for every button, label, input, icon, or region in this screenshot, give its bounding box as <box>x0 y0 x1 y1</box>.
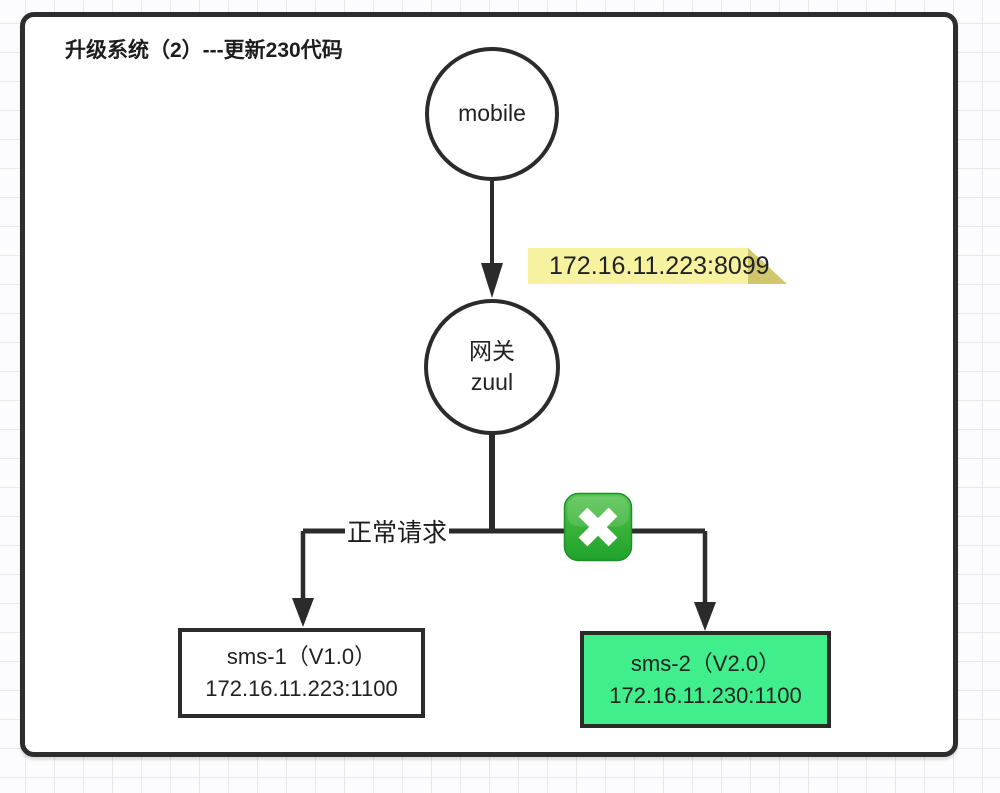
node-sms1[interactable]: sms-1（V1.0） 172.16.11.223:1100 <box>178 628 425 718</box>
gateway-subname: zuul <box>470 369 514 395</box>
node-sms2[interactable]: sms-2（V2.0） 172.16.11.230:1100 <box>580 631 831 728</box>
mobile-label: mobile <box>458 100 526 127</box>
normal-request-label: 正常请求 <box>345 513 450 549</box>
note-paper <box>528 248 787 284</box>
sms1-title: sms-1（V1.0） <box>226 644 377 670</box>
node-mobile[interactable]: mobile <box>425 47 559 181</box>
sms2-address: 172.16.11.230:1100 <box>609 682 802 708</box>
sms1-address: 172.16.11.223:1100 <box>205 676 398 701</box>
endpoint-note[interactable]: 172.16.11.223:8099 <box>528 248 787 284</box>
diagram-title: 升级系统（2）---更新230代码 <box>65 39 343 62</box>
gateway-name: 网关 <box>469 337 515 364</box>
node-gateway[interactable]: 网关 zuul <box>424 299 560 435</box>
cross-mark-icon[interactable] <box>563 492 633 562</box>
note-text: 172.16.11.223:8099 <box>549 251 770 280</box>
sms2-title: sms-2（V2.0） <box>630 650 781 676</box>
